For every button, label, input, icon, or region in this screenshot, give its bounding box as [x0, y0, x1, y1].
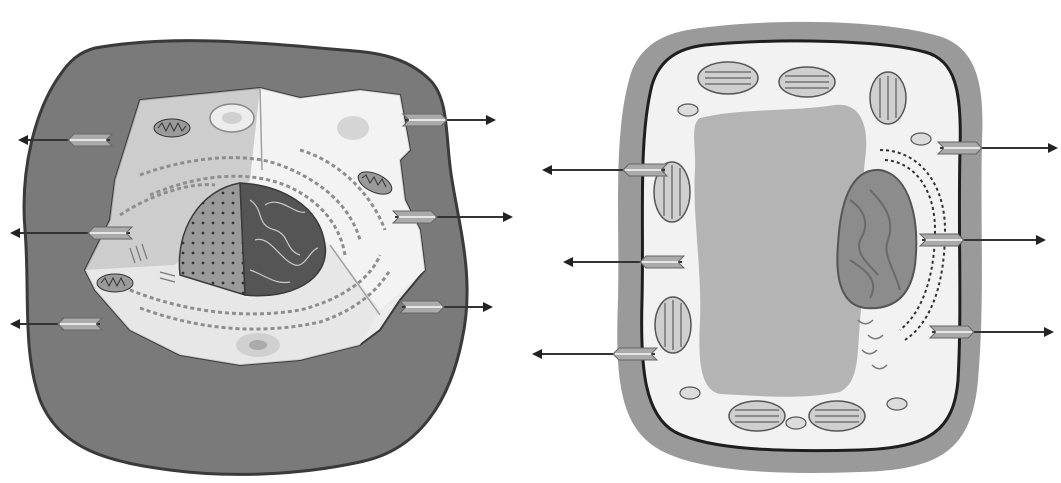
plant-cell-pointer-arrow-1: [542, 164, 667, 176]
plant-cell-pointer-arrow-6: [930, 326, 1054, 338]
plant-cell-pointer-arrow-4: [938, 142, 1058, 154]
plant-cell: [617, 22, 982, 473]
animal-cell-pointer-arrow-4: [403, 114, 496, 126]
plant-cell-pointer-arrow-3: [532, 348, 657, 360]
plant-nucleus: [837, 170, 916, 308]
animal-cell: [24, 41, 467, 475]
plant-cell-pointer-arrow-5: [920, 234, 1046, 246]
